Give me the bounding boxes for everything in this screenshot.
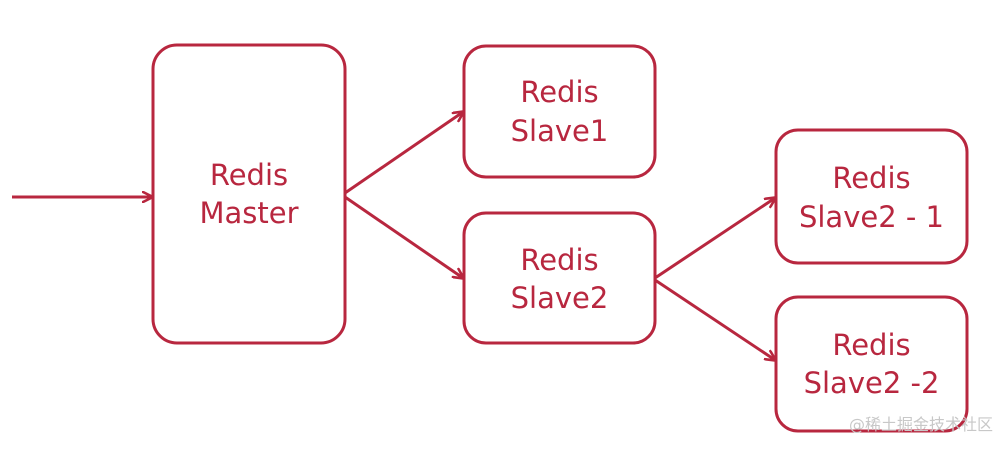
slave2-to-slave2-1-arrow [654, 198, 775, 280]
node-label-line2: Master [199, 196, 298, 230]
node-redis-slave2-2: Redis Slave2 -2 [774, 295, 969, 433]
slave2-to-slave2-2-arrow [654, 278, 775, 360]
node-redis-slave2: Redis Slave2 [462, 211, 657, 345]
master-to-slave1-arrow [344, 112, 463, 195]
node-label-line1: Redis [832, 161, 910, 195]
node-box [151, 43, 347, 345]
node-box [774, 128, 969, 265]
node-redis-slave2-1: Redis Slave2 - 1 [774, 128, 969, 265]
node-label-line2: Slave2 - 1 [799, 200, 944, 234]
node-label-line1: Redis [520, 243, 598, 277]
node-box [774, 295, 969, 433]
node-box [462, 211, 657, 345]
node-label-line2: Slave2 -2 [804, 366, 940, 400]
node-label-line1: Redis [210, 158, 288, 192]
master-to-slave2-arrow [344, 195, 463, 278]
node-box [462, 44, 657, 179]
node-redis-slave1: Redis Slave1 [462, 44, 657, 179]
node-label-line1: Redis [520, 75, 598, 109]
node-redis-master: Redis Master [151, 43, 347, 345]
node-label-line1: Redis [832, 328, 910, 362]
watermark: @稀土掘金技术社区 [848, 415, 993, 434]
node-label-line2: Slave1 [511, 114, 609, 148]
node-label-line2: Slave2 [511, 281, 609, 315]
